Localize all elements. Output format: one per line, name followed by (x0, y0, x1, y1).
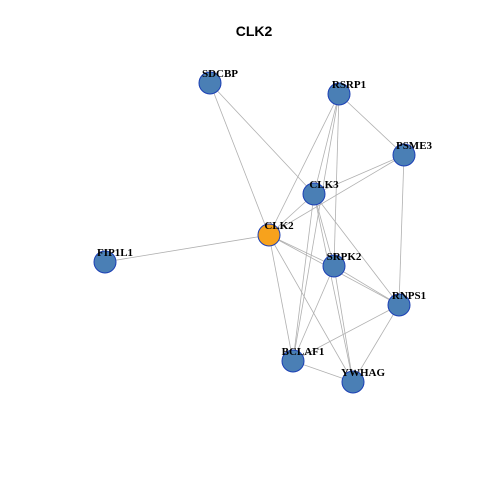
node-circle-clk2[interactable] (257, 223, 281, 247)
edge-clk3-srpk2 (313, 193, 335, 267)
node-circle-psme3[interactable] (392, 143, 416, 167)
node-rnps1[interactable]: RNPS1 (387, 290, 426, 317)
node-rsrp1[interactable]: RSRP1 (327, 79, 366, 106)
diagram-title: CLK2 (236, 23, 273, 39)
node-label-srpk2: SRPK2 (327, 251, 362, 263)
node-label-psme3: PSME3 (396, 140, 433, 152)
node-fip1l1[interactable]: FIP1L1 (93, 247, 133, 274)
node-sdcbp[interactable]: SDCBP (198, 68, 238, 95)
edge-srpk2-rnps1 (333, 265, 400, 306)
edge-psme3-clk3 (313, 154, 405, 195)
node-clk3[interactable]: CLK3 (302, 179, 339, 206)
edge-rsrp1-psme3 (338, 93, 405, 156)
edge-clk3-rnps1 (313, 193, 400, 306)
edge-rsrp1-bclaf1 (292, 93, 340, 362)
edge-psme3-rnps1 (398, 154, 405, 306)
node-circle-rnps1[interactable] (387, 293, 411, 317)
node-label-rsrp1: RSRP1 (332, 79, 366, 91)
node-circle-srpk2[interactable] (322, 254, 346, 278)
node-label-clk3: CLK3 (309, 179, 339, 191)
node-ywhag[interactable]: YWHAG (341, 367, 385, 394)
node-label-clk2: CLK2 (264, 220, 294, 232)
node-srpk2[interactable]: SRPK2 (322, 251, 362, 278)
node-circle-bclaf1[interactable] (281, 349, 305, 373)
node-circle-clk3[interactable] (302, 182, 326, 206)
edge-psme3-clk2 (268, 154, 405, 236)
node-label-rnps1: RNPS1 (392, 290, 426, 302)
edge-sdcbp-clk2 (209, 82, 270, 236)
edge-clk2-ywhag (268, 234, 354, 383)
edge-rsrp1-clk3 (313, 93, 340, 195)
node-circle-ywhag[interactable] (341, 370, 365, 394)
node-label-bclaf1: BCLAF1 (282, 346, 325, 358)
edge-clk3-bclaf1 (292, 193, 315, 362)
edge-clk3-ywhag (313, 193, 354, 383)
node-circle-sdcbp[interactable] (198, 71, 222, 95)
edge-sdcbp-clk3 (209, 82, 315, 195)
node-label-sdcbp: SDCBP (202, 68, 238, 80)
edge-rnps1-ywhag (352, 304, 400, 383)
edge-clk2-bclaf1 (268, 234, 294, 362)
node-circle-rsrp1[interactable] (327, 82, 351, 106)
node-bclaf1[interactable]: BCLAF1 (281, 346, 325, 373)
edge-srpk2-bclaf1 (292, 265, 335, 362)
node-clk2[interactable]: CLK2 (257, 220, 294, 247)
node-label-fip1l1: FIP1L1 (97, 247, 133, 259)
edge-layer (104, 82, 405, 383)
node-psme3[interactable]: PSME3 (392, 140, 433, 167)
node-circle-fip1l1[interactable] (93, 250, 117, 274)
edge-srpk2-ywhag (333, 265, 354, 383)
edge-rnps1-bclaf1 (292, 304, 400, 362)
node-label-ywhag: YWHAG (341, 367, 385, 379)
edge-fip1l1-clk2 (104, 234, 270, 263)
edge-clk2-srpk2 (268, 234, 335, 267)
edge-rsrp1-clk2 (268, 93, 340, 236)
edge-rsrp1-srpk2 (333, 93, 340, 267)
